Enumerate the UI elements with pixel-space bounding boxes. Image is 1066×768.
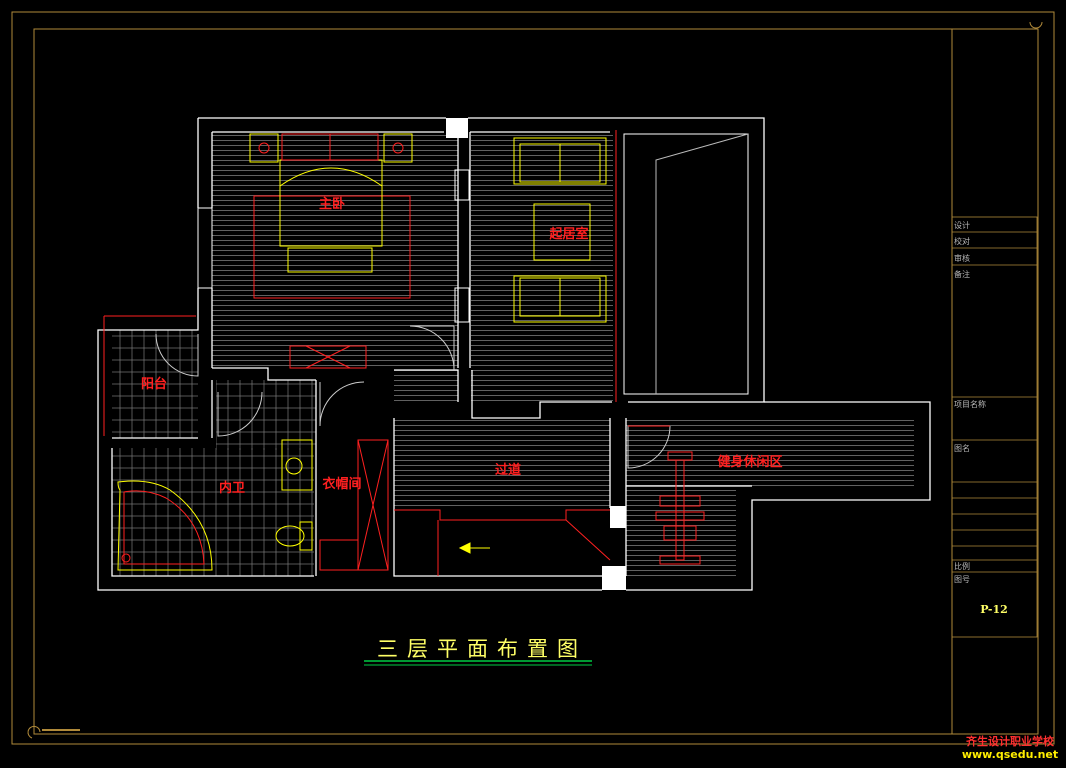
- tb-sheet-number: P-12: [980, 603, 1008, 616]
- columns: [197, 118, 626, 590]
- tb-sheet-label: 图号: [954, 575, 970, 584]
- label-fitness: 健身休闲区: [717, 454, 782, 470]
- tb-project-name: 项目名称: [954, 399, 986, 409]
- floor-finishes: [112, 132, 914, 576]
- walls: [97, 117, 931, 591]
- tb-design: 设计: [954, 220, 970, 230]
- title-block: 设计 校对 审核 备注 项目名称 图名 比例 图号 P-12: [951, 216, 1038, 638]
- tb-notes: 备注: [954, 269, 970, 279]
- label-corridor: 过道: [495, 462, 521, 478]
- tb-review: 审核: [954, 253, 970, 263]
- label-bathroom: 内卫: [219, 480, 245, 496]
- furniture: [103, 130, 705, 576]
- tb-drawing-name: 图名: [954, 443, 970, 453]
- tb-scale: 比例: [954, 561, 970, 571]
- label-balcony: 阳台: [141, 376, 167, 392]
- label-lounge: 起居室: [548, 226, 588, 242]
- tb-check: 校对: [954, 236, 970, 246]
- room-labels: 主卧 起居室 阳台 内卫 衣帽间 过道 健身休闲区: [141, 196, 783, 496]
- watermark: 齐生设计职业学校 www.qsedu.net: [958, 735, 1062, 761]
- label-closet: 衣帽间: [322, 476, 361, 492]
- watermark-url: www.qsedu.net: [961, 748, 1059, 761]
- doors: [155, 325, 671, 469]
- drawing-title-text: 三层平面布置图: [377, 637, 587, 661]
- drawing-title: 三层平面布置图: [364, 637, 592, 666]
- label-master-bedroom: 主卧: [319, 196, 345, 212]
- watermark-school: 齐生设计职业学校: [966, 735, 1054, 748]
